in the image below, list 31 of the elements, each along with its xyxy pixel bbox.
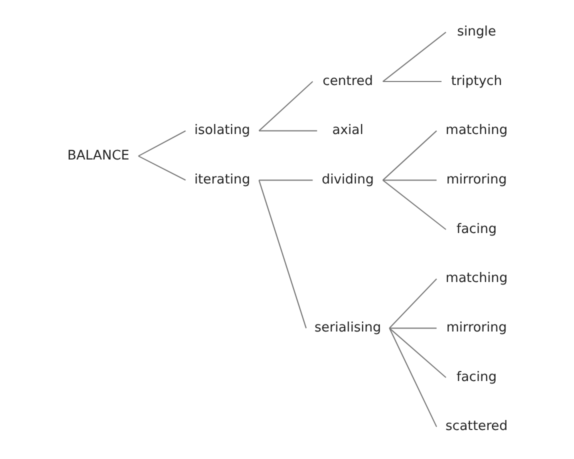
connector [138,130,186,157]
connector [258,130,317,132]
connector [382,80,442,82]
node-text: isolating [194,123,250,138]
connector [258,180,306,328]
node-text: dividing [321,172,374,188]
connector [388,328,446,378]
connector [138,156,186,181]
node-text: axial [332,123,363,138]
connector [258,180,312,181]
connector [388,278,436,329]
connector [382,180,436,181]
node-text: iterating [194,172,250,188]
node-text: matching [445,271,508,286]
node-text: mirroring [446,172,506,188]
connector [382,180,446,230]
node-text: BALANCE [66,148,129,164]
node-text: facing [456,370,496,385]
node-text: serialising [314,320,381,336]
connector [382,130,436,181]
node-text: matching [445,123,508,138]
node-text: triptych [450,74,502,89]
connector [382,32,446,82]
node-text: single [456,24,496,40]
node-text: scattered [445,419,508,434]
connector [388,328,436,329]
node-text: centred [322,74,372,89]
node-text: mirroring [446,320,506,336]
connector [258,81,313,132]
connector [388,328,437,428]
node-text: facing [456,222,496,237]
